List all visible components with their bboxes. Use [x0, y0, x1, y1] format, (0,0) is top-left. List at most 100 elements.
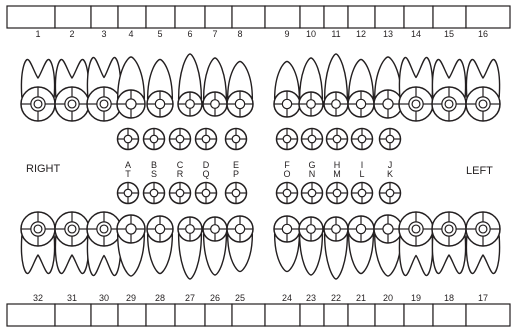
lower-entry-box[interactable]	[300, 304, 324, 326]
upper-entry-box[interactable]	[55, 6, 91, 28]
upper-primary-tooth-B[interactable]	[144, 129, 165, 150]
tooth-number-label: 27	[185, 293, 195, 303]
upper-entry-box[interactable]	[324, 6, 348, 28]
upper-permanent-tooth-8[interactable]	[227, 62, 253, 118]
tooth-number-label: 9	[284, 29, 289, 39]
upper-entry-box[interactable]	[146, 6, 175, 28]
lower-primary-tooth-P[interactable]	[226, 183, 247, 204]
tooth-number-label: 32	[33, 293, 43, 303]
lower-permanent-tooth-24[interactable]	[274, 216, 300, 272]
upper-primary-tooth-H[interactable]	[327, 129, 348, 150]
tooth-number-label: 15	[444, 29, 454, 39]
lower-permanent-tooth-22[interactable]	[324, 217, 348, 279]
upper-permanent-tooth-9[interactable]	[274, 62, 300, 118]
lower-primary-tooth-K[interactable]	[380, 183, 401, 204]
lower-permanent-tooth-19[interactable]	[399, 212, 433, 276]
tooth-number-label: 25	[235, 293, 245, 303]
upper-permanent-tooth-6[interactable]	[178, 54, 202, 116]
upper-permanent-tooth-2[interactable]	[55, 60, 89, 122]
lower-entry-box[interactable]	[146, 304, 175, 326]
lower-primary-tooth-R[interactable]	[170, 183, 191, 204]
upper-entry-box[interactable]	[265, 6, 300, 28]
upper-entry-box[interactable]	[175, 6, 205, 28]
lower-entry-box[interactable]	[91, 304, 118, 326]
upper-permanent-tooth-16[interactable]	[466, 60, 500, 122]
tooth-letter-label: M	[333, 169, 341, 179]
tooth-number-label: 8	[237, 29, 242, 39]
upper-primary-tooth-D[interactable]	[196, 129, 217, 150]
lower-entry-box[interactable]	[232, 304, 265, 326]
upper-primary-tooth-I[interactable]	[352, 129, 373, 150]
upper-permanent-tooth-12[interactable]	[348, 60, 374, 118]
upper-permanent-tooth-3[interactable]	[87, 58, 121, 122]
lower-permanent-tooth-23[interactable]	[299, 217, 323, 275]
lower-entry-box[interactable]	[175, 304, 205, 326]
upper-primary-tooth-C[interactable]	[170, 129, 191, 150]
lower-permanent-tooth-32[interactable]	[21, 212, 55, 274]
lower-entry-box[interactable]	[324, 304, 348, 326]
lower-permanent-tooth-25[interactable]	[227, 216, 253, 272]
lower-permanent-tooth-20[interactable]	[374, 215, 402, 276]
upper-entry-box[interactable]	[232, 6, 265, 28]
upper-permanent-teeth	[21, 54, 500, 121]
lower-permanent-tooth-21[interactable]	[348, 216, 374, 274]
upper-entry-box[interactable]	[91, 6, 118, 28]
lower-primary-tooth-O[interactable]	[277, 183, 298, 204]
tooth-letter-label: S	[151, 169, 157, 179]
upper-primary-tooth-G[interactable]	[302, 129, 323, 150]
tooth-number-label: 4	[128, 29, 133, 39]
upper-entry-box[interactable]	[118, 6, 146, 28]
upper-entry-box[interactable]	[466, 6, 510, 28]
upper-entry-box[interactable]	[300, 6, 324, 28]
lower-entry-box[interactable]	[55, 304, 91, 326]
upper-permanent-tooth-4[interactable]	[117, 57, 145, 118]
upper-permanent-tooth-10[interactable]	[299, 58, 323, 116]
lower-primary-tooth-M[interactable]	[327, 183, 348, 204]
lower-permanent-tooth-30[interactable]	[87, 212, 121, 276]
tooth-number-label: 6	[187, 29, 192, 39]
upper-permanent-tooth-7[interactable]	[203, 58, 227, 116]
upper-permanent-tooth-15[interactable]	[432, 60, 466, 122]
lower-entry-box[interactable]	[118, 304, 146, 326]
tooth-number-label: 30	[99, 293, 109, 303]
tooth-letter-label: T	[125, 169, 131, 179]
lower-entry-box[interactable]	[466, 304, 510, 326]
lower-permanent-tooth-27[interactable]	[178, 217, 202, 279]
lower-permanent-tooth-31[interactable]	[55, 212, 89, 274]
lower-primary-tooth-Q[interactable]	[196, 183, 217, 204]
lower-entry-box[interactable]	[433, 304, 466, 326]
upper-primary-tooth-A[interactable]	[118, 129, 139, 150]
lower-primary-tooth-T[interactable]	[118, 183, 139, 204]
upper-entry-box[interactable]	[375, 6, 404, 28]
lower-permanent-tooth-29[interactable]	[117, 215, 145, 276]
lower-permanent-tooth-17[interactable]	[466, 212, 500, 274]
upper-entry-box[interactable]	[348, 6, 375, 28]
upper-entry-box[interactable]	[433, 6, 466, 28]
lower-entry-box[interactable]	[265, 304, 300, 326]
lower-permanent-tooth-28[interactable]	[147, 216, 173, 274]
upper-permanent-tooth-11[interactable]	[324, 54, 348, 116]
lower-primary-teeth	[118, 183, 401, 204]
upper-entry-box[interactable]	[7, 6, 55, 28]
lower-primary-tooth-L[interactable]	[352, 183, 373, 204]
lower-entry-box[interactable]	[404, 304, 433, 326]
tooth-number-label: 23	[306, 293, 316, 303]
lower-primary-tooth-S[interactable]	[144, 183, 165, 204]
upper-permanent-tooth-1[interactable]	[21, 60, 55, 122]
lower-entry-box[interactable]	[375, 304, 404, 326]
lower-entry-box[interactable]	[7, 304, 55, 326]
upper-primary-tooth-F[interactable]	[277, 129, 298, 150]
lower-permanent-tooth-26[interactable]	[203, 217, 227, 275]
lower-permanent-tooth-18[interactable]	[432, 212, 466, 274]
upper-entry-box[interactable]	[205, 6, 232, 28]
upper-permanent-tooth-5[interactable]	[147, 60, 173, 118]
upper-entry-box[interactable]	[404, 6, 433, 28]
lower-entry-box[interactable]	[348, 304, 375, 326]
upper-primary-tooth-J[interactable]	[380, 129, 401, 150]
lower-primary-tooth-N[interactable]	[302, 183, 323, 204]
upper-permanent-tooth-14[interactable]	[399, 58, 433, 122]
upper-primary-tooth-E[interactable]	[226, 129, 247, 150]
lower-entry-box[interactable]	[205, 304, 232, 326]
upper-permanent-tooth-13[interactable]	[374, 57, 402, 118]
